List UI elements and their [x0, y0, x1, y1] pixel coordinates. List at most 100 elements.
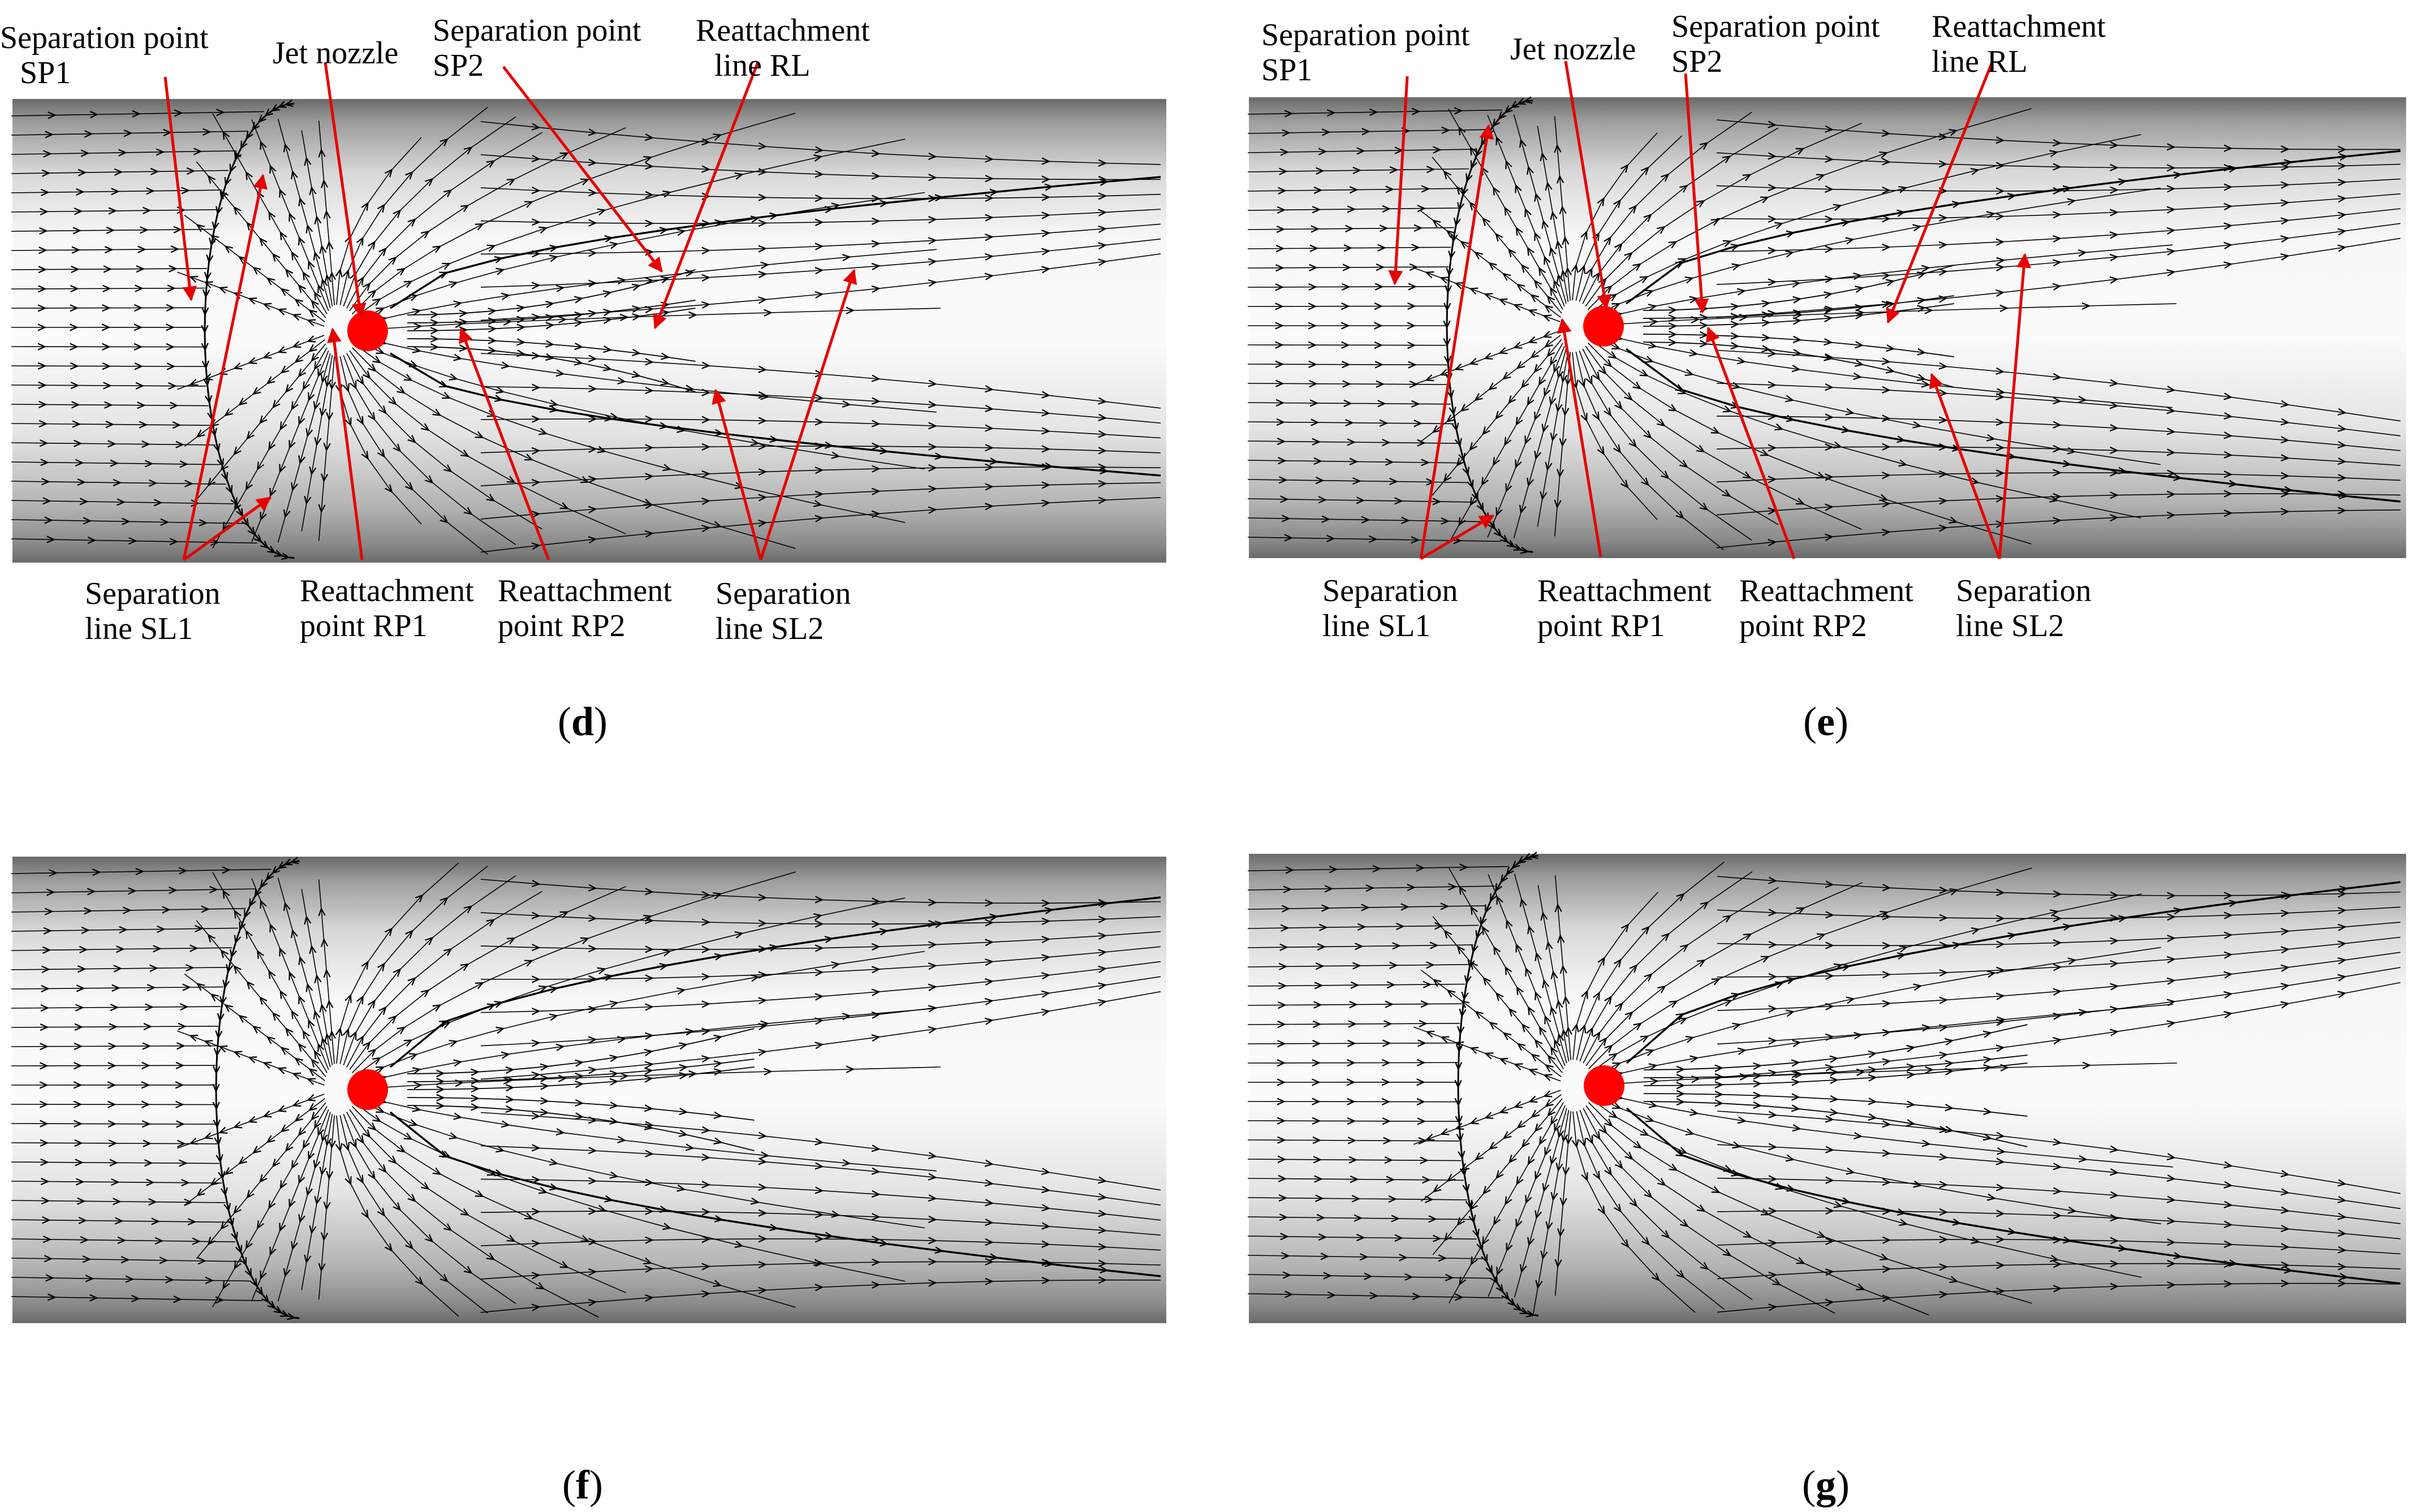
streamline-upstream-1: [1247, 866, 1509, 871]
arrow-sl1-a: [182, 174, 268, 560]
streamline-radial-50: [1572, 352, 1658, 520]
streamline-wake-75: [407, 1066, 755, 1090]
streamline-field: [11, 103, 1161, 558]
streamline-upstream-11: [11, 1065, 215, 1066]
streamline-wake-77: [407, 1105, 755, 1151]
streamline-upstream-13: [1247, 1101, 1458, 1102]
streamline-sl2-upper-78: [389, 896, 1161, 1068]
streamline-upstream-4: [1247, 169, 1469, 172]
streamline-upstream-8: [11, 249, 210, 250]
streamline-field: [1247, 856, 2401, 1315]
streamline-upstream-22: [1247, 1275, 1492, 1278]
streamline-upstream-3: [1247, 149, 1477, 153]
caption-f: (f): [562, 1462, 603, 1507]
arrow-jet-nozzle: [1564, 61, 1612, 310]
label-jet-nozzle: Jet nozzle: [273, 36, 398, 71]
streamline-upstream-21: [1247, 1255, 1484, 1259]
streamline-upstream-5: [1247, 945, 1473, 948]
panel-e: [1247, 97, 2406, 558]
streamline-upstream-16: [11, 404, 209, 406]
streamline-upstream-1: [11, 111, 264, 116]
streamline-upstream-8: [1247, 247, 1451, 249]
streamline-upstream-18: [1247, 441, 1458, 443]
streamline-upstream-7: [11, 987, 224, 989]
streamline-upstream-15: [11, 385, 206, 386]
streamline-upstream-1: [11, 869, 271, 874]
streamline-downstream-59: [1716, 119, 2401, 149]
streamline-sl2-lower-79: [1625, 348, 2401, 503]
caption-e: (e): [1803, 699, 1848, 744]
streamline-radial-31: [319, 879, 335, 1064]
panel-d: [11, 99, 1166, 563]
streamline-upstream-4: [11, 170, 229, 174]
streamline-field: [1247, 101, 2401, 552]
jet-nozzle-marker: [1584, 1065, 1624, 1106]
caption-g: (g): [1802, 1462, 1850, 1507]
streamline-upstream-2: [11, 131, 248, 135]
streamline-downstream-72: [480, 1280, 1161, 1313]
arrow-rp1: [1557, 318, 1602, 558]
arrow-rl: [653, 62, 760, 330]
streamline-upstream-10: [11, 288, 205, 290]
streamline-radial-50: [337, 1115, 459, 1317]
streamline-wake-75: [1643, 1062, 2028, 1086]
arrow-sp1: [163, 76, 197, 301]
streamline-upstream-13: [11, 1104, 215, 1105]
streamline-wake-75: [407, 308, 696, 331]
streamline-upstream-8: [11, 1006, 221, 1008]
streamline-upstream-5: [11, 948, 232, 951]
streamline-upstream-22: [11, 1277, 251, 1281]
arrow-sl2-a: [712, 388, 762, 560]
streamline-wake-77: [407, 347, 696, 392]
streamline-upstream-18: [1247, 1198, 1468, 1200]
arrow-sp2: [1684, 73, 1709, 314]
caption-d: (d): [558, 699, 607, 744]
panel-f: [11, 857, 1166, 1323]
streamline-radial-31: [1555, 116, 1571, 301]
streamline-upstream-10: [11, 1046, 217, 1047]
streamline-radial-58: [177, 1094, 325, 1149]
streamline-upstream-17: [1247, 422, 1454, 424]
streamline-upstream-2: [1247, 886, 1495, 890]
streamline-upstream-3: [11, 151, 237, 154]
streamline-upstream-5: [11, 190, 222, 193]
jet-nozzle-marker: [347, 1069, 388, 1110]
streamline-upstream-22: [1247, 518, 1486, 522]
streamline-upstream-6: [11, 210, 217, 212]
streamline-upstream-14: [1247, 364, 1447, 365]
streamline-downstream-72: [1717, 1284, 2401, 1313]
streamline-upstream-9: [1247, 267, 1449, 268]
arrow-sp2: [502, 66, 663, 273]
streamline-radial-50: [1573, 1111, 1696, 1313]
streamline-upstream-18: [11, 443, 215, 445]
streamline-upstream-10: [1247, 1043, 1459, 1044]
streamline-upstream-2: [1247, 129, 1488, 133]
streamline-radial-58: [177, 335, 325, 390]
annotation-arrows-e: [1388, 61, 2032, 560]
streamline-upstream-18: [11, 1200, 226, 1203]
cylinder-surface: [1249, 97, 2406, 558]
arrow-sl1-a: [1419, 124, 1494, 559]
streamline-upstream-9: [11, 269, 207, 270]
streamline-upstream-9: [1247, 1023, 1460, 1025]
label-jet-nozzle: Jet nozzle: [1510, 32, 1636, 67]
arrow-rp1: [327, 327, 364, 560]
streamline-upstream-8: [1247, 1004, 1462, 1005]
streamline-radial-31: [1555, 875, 1571, 1060]
streamline-sl2-lower-79: [1626, 1107, 2401, 1285]
streamline-radial-58: [1413, 1090, 1561, 1145]
streamline-sl2-upper-78: [1626, 881, 2401, 1064]
streamline-sl2-upper-78: [390, 176, 1161, 309]
arrow-sl2-a: [1929, 373, 2001, 559]
